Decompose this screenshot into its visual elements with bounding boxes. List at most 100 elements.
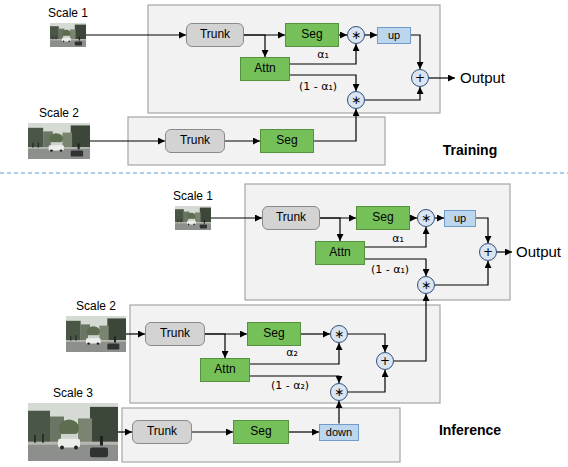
output-arrow bbox=[497, 251, 512, 252]
box-label: Attn bbox=[329, 246, 350, 260]
operator-symbol: + bbox=[380, 355, 390, 367]
output-label: Output bbox=[516, 243, 561, 261]
operator-symbol: + bbox=[415, 72, 425, 84]
connector-arrow bbox=[290, 44, 356, 64]
scale-label: Scale 1 bbox=[173, 190, 213, 204]
box-label: Attn bbox=[214, 363, 235, 377]
box-label: Seg bbox=[263, 327, 284, 341]
connector-arrow bbox=[192, 431, 233, 432]
module-box: Attn bbox=[315, 241, 365, 265]
scale-label: Scale 3 bbox=[53, 387, 93, 401]
connector-arrow bbox=[348, 370, 385, 392]
operator-circle: + bbox=[479, 243, 497, 261]
operator-circle: + bbox=[411, 69, 429, 87]
input-image bbox=[175, 206, 211, 230]
box-label: Trunk bbox=[160, 327, 190, 341]
resize-box: down bbox=[319, 424, 359, 441]
weight-label: (1 - α₂) bbox=[271, 379, 309, 392]
input-image bbox=[28, 403, 118, 461]
operator-symbol: ∗ bbox=[421, 279, 431, 291]
box-label: Trunk bbox=[200, 28, 230, 42]
connector-arrow bbox=[90, 140, 165, 141]
trunk-box: Trunk bbox=[165, 129, 225, 153]
box-label: up bbox=[454, 212, 466, 225]
separator-line bbox=[0, 172, 568, 173]
weight-label: α₁ bbox=[392, 232, 404, 245]
weight-label: (1 - α₁) bbox=[371, 263, 409, 276]
connector-arrow bbox=[348, 334, 385, 352]
weight-label: α₂ bbox=[286, 346, 298, 359]
resize-box: up bbox=[377, 27, 411, 44]
operator-symbol: ∗ bbox=[351, 29, 361, 41]
operator-circle: ∗ bbox=[347, 26, 365, 44]
box-label: Trunk bbox=[147, 425, 177, 439]
connector-arrow bbox=[476, 218, 488, 243]
module-box: Seg bbox=[247, 322, 301, 346]
input-image bbox=[50, 23, 86, 47]
module-box: Attn bbox=[240, 57, 290, 81]
output-arrow bbox=[429, 77, 455, 78]
input-image bbox=[66, 316, 126, 352]
operator-symbol: ∗ bbox=[421, 212, 431, 224]
weight-label: (1 - α₁) bbox=[299, 80, 337, 93]
box-label: up bbox=[388, 29, 400, 42]
input-image bbox=[28, 123, 90, 159]
module-box: Attn bbox=[200, 358, 250, 382]
connector-arrow bbox=[394, 294, 426, 361]
input-image-node: Scale 1 bbox=[175, 206, 211, 230]
operator-symbol: ∗ bbox=[351, 94, 361, 106]
connector-group bbox=[86, 35, 488, 432]
operator-symbol: + bbox=[483, 246, 493, 258]
scale-panel bbox=[148, 5, 440, 113]
connector-arrow bbox=[301, 333, 330, 334]
connector-arrow bbox=[86, 34, 186, 35]
connector-arrow bbox=[211, 217, 262, 218]
operator-circle: ∗ bbox=[347, 91, 365, 109]
operator-circle: ∗ bbox=[417, 276, 435, 294]
operator-symbol: ∗ bbox=[334, 328, 344, 340]
trunk-box: Trunk bbox=[145, 322, 205, 346]
box-label: Seg bbox=[276, 134, 297, 148]
input-image-node: Scale 3 bbox=[28, 403, 118, 461]
module-box: Seg bbox=[356, 206, 410, 230]
scale-panel bbox=[122, 408, 400, 462]
connector-arrow bbox=[118, 431, 132, 432]
operator-circle: ∗ bbox=[417, 209, 435, 227]
operator-circle: ∗ bbox=[330, 325, 348, 343]
connector-arrow bbox=[365, 34, 377, 35]
connector-arrow bbox=[126, 333, 145, 334]
connector-arrow bbox=[320, 218, 340, 241]
connector-arrow bbox=[365, 227, 426, 247]
connector-arrow bbox=[435, 217, 444, 218]
connector-arrow bbox=[339, 34, 347, 35]
connector-arrow bbox=[244, 35, 265, 57]
scale-label: Scale 2 bbox=[76, 300, 116, 314]
scale-panel bbox=[245, 184, 510, 300]
trunk-box: Trunk bbox=[186, 23, 244, 47]
connector-arrow bbox=[411, 35, 420, 69]
input-image-node: Scale 2 bbox=[66, 316, 126, 352]
resize-box: up bbox=[444, 210, 476, 227]
section-title: Inference bbox=[439, 422, 501, 439]
scale-label: Scale 1 bbox=[48, 7, 88, 21]
connector-arrow bbox=[205, 334, 225, 358]
section-title: Training bbox=[443, 142, 497, 159]
connector-arrow bbox=[289, 431, 319, 432]
operator-symbol: ∗ bbox=[334, 386, 344, 398]
input-image-node: Scale 1 bbox=[50, 23, 86, 47]
box-label: Trunk bbox=[180, 134, 210, 148]
scale-label: Scale 2 bbox=[39, 107, 79, 121]
connector-arrow bbox=[365, 87, 420, 100]
trunk-box: Trunk bbox=[262, 206, 320, 230]
connector-arrow bbox=[250, 343, 339, 364]
box-label: Seg bbox=[301, 28, 322, 42]
module-box: Seg bbox=[233, 420, 289, 444]
box-label: Seg bbox=[250, 425, 271, 439]
connector-arrow bbox=[314, 109, 356, 141]
box-label: down bbox=[326, 426, 352, 439]
operator-circle: + bbox=[376, 352, 394, 370]
box-label: Trunk bbox=[276, 211, 306, 225]
input-image-node: Scale 2 bbox=[28, 123, 90, 159]
